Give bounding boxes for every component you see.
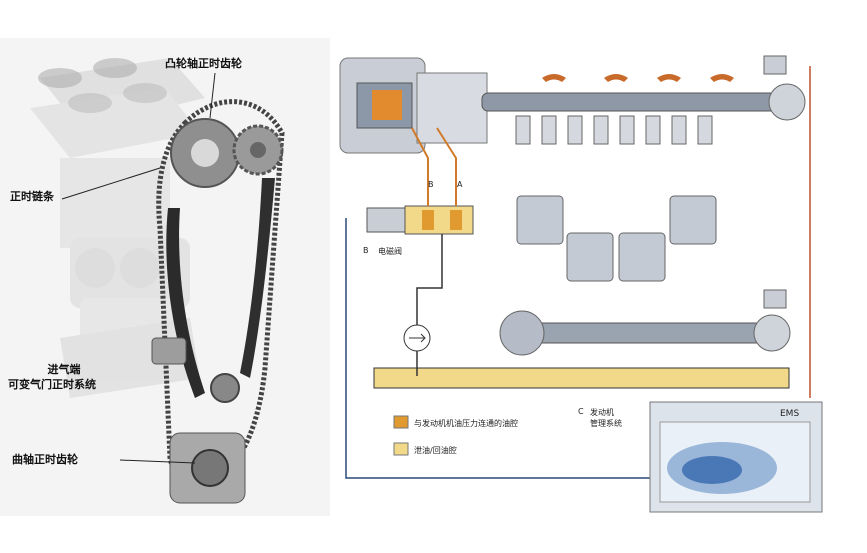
cam-position-sensor — [763, 55, 787, 75]
legend-swatch-pressure — [393, 415, 409, 429]
label-camshaft-sprocket: 凸轮轴正时齿轮 — [165, 57, 242, 70]
cam-phaser — [339, 57, 488, 154]
control-wire — [345, 218, 652, 479]
ems-label-line1: 发动机 — [590, 408, 614, 417]
crankshaft-sprocket — [169, 373, 246, 504]
label-intake-vvt-line1: 进气端 — [47, 363, 81, 376]
timing-system-illustration — [30, 58, 285, 504]
legend-swatch-drain — [393, 442, 409, 456]
valves — [515, 115, 713, 145]
camshaft-end-wheel — [768, 83, 806, 121]
oil-pump — [403, 234, 443, 376]
oil-line-a — [436, 127, 457, 206]
legend-text-drain: 泄油/回油腔 — [414, 446, 457, 455]
camshaft-ghost — [38, 58, 167, 113]
leader-crank — [119, 459, 196, 464]
crank-position-sensor — [763, 289, 787, 309]
vvt-schematic-drawing — [339, 55, 823, 513]
solenoid-label: 电磁阀 — [378, 247, 402, 256]
crankshaft — [499, 310, 791, 356]
solenoid-valve — [366, 205, 474, 235]
ems-label-line2: 管理系统 — [590, 419, 622, 428]
oil-line-b — [411, 127, 429, 206]
right-vvt-schematic — [332, 38, 867, 516]
chain-guide-right — [240, 178, 275, 378]
oil-sump — [373, 367, 790, 389]
port-a-label: A — [457, 180, 463, 189]
pistons — [516, 195, 717, 282]
solenoid-marker: B — [363, 246, 369, 255]
camshaft — [481, 92, 783, 112]
ems-box-title: EMS — [780, 409, 800, 419]
legend-text-pressure: 与发动机机油压力连通的油腔 — [414, 419, 518, 428]
cam-lobes — [542, 74, 734, 82]
chain-tensioner — [151, 337, 187, 365]
ems-box — [649, 401, 823, 513]
label-intake-vvt-line2: 可变气门正时系统 — [8, 378, 96, 391]
port-b-label: B — [428, 180, 434, 189]
left-timing-illustration — [0, 38, 330, 516]
chain-guide-left — [166, 208, 205, 398]
camshaft-sprocket-exhaust — [232, 124, 284, 176]
leader-chain — [61, 167, 161, 200]
leader-camshaft — [209, 72, 216, 119]
ems-marker: C — [578, 407, 584, 416]
label-crankshaft-sprocket: 曲轴正时齿轮 — [12, 453, 78, 466]
camshaft-sprocket-intake — [170, 118, 240, 188]
label-timing-chain: 正时链条 — [10, 190, 54, 203]
